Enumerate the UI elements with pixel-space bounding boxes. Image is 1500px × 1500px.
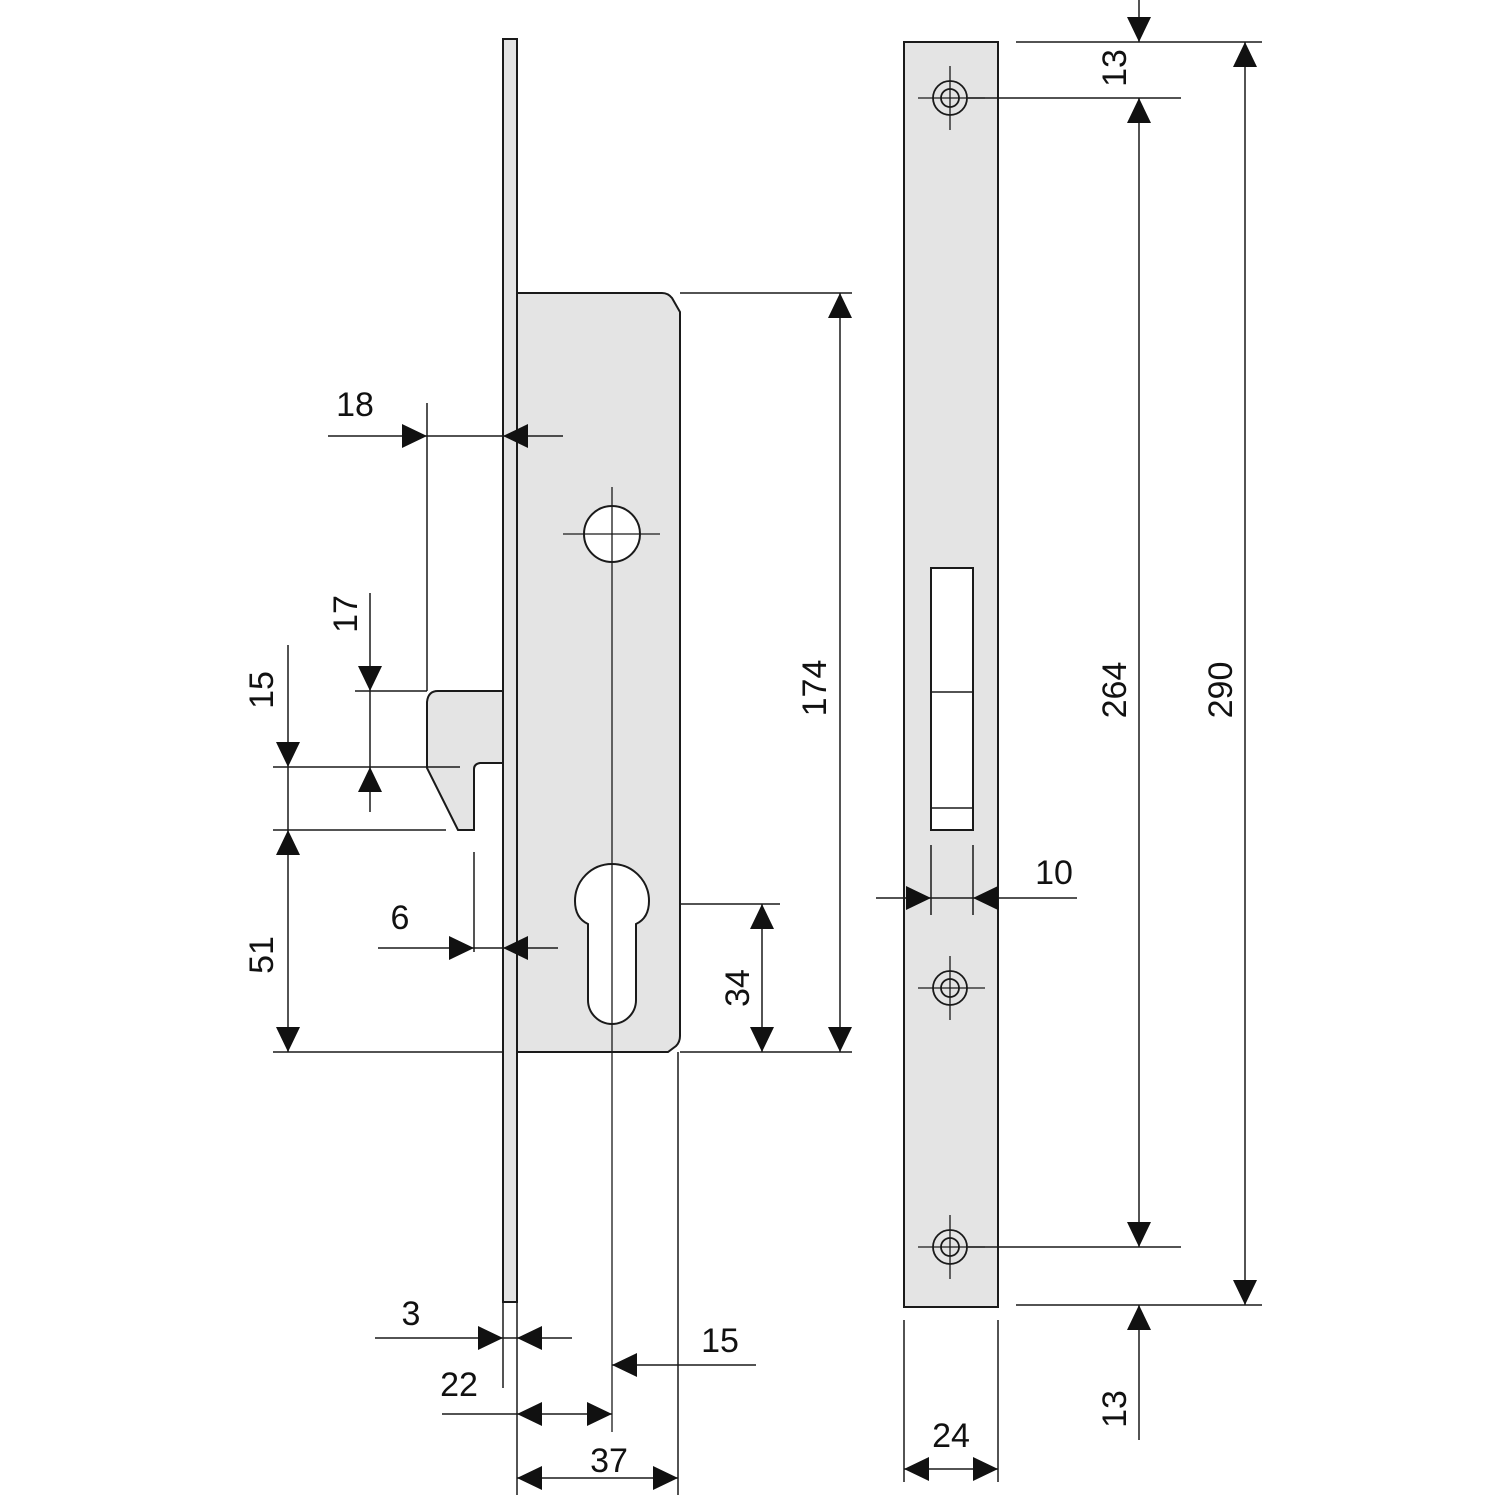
dim-label-3: 3 — [402, 1295, 421, 1333]
latch-slot — [930, 567, 974, 831]
dim-label-264: 264 — [1096, 662, 1134, 719]
dim-label-37: 37 — [590, 1442, 628, 1480]
dim-label-24: 24 — [932, 1417, 970, 1455]
dim-label-18: 18 — [336, 386, 374, 424]
arrowheads — [276, 17, 1257, 1490]
dim-label-15-latch: 15 — [243, 671, 281, 709]
dim-label-22: 22 — [440, 1366, 478, 1404]
dimension-labels: 18 17 15 51 6 34 174 3 22 15 37 13 264 2… — [243, 49, 1240, 1480]
dim-label-17: 17 — [327, 595, 365, 633]
front-view — [903, 41, 999, 1308]
dim-label-13-bottom: 13 — [1096, 1390, 1134, 1428]
screw-hole-middle — [918, 956, 985, 1020]
faceplate-side — [502, 38, 518, 1303]
dim-label-51: 51 — [243, 936, 281, 974]
dim-label-10: 10 — [1035, 854, 1073, 892]
dim-label-6: 6 — [391, 899, 410, 937]
dim-label-15-edge: 15 — [701, 1322, 739, 1360]
dim-label-174: 174 — [796, 660, 834, 717]
dim-label-290: 290 — [1202, 662, 1240, 719]
dim-label-13-top: 13 — [1096, 49, 1134, 87]
lock-case — [516, 292, 681, 1053]
latch-bolt — [426, 690, 504, 831]
side-view — [426, 38, 681, 1432]
dimension-lines — [273, 0, 1262, 1495]
dim-label-34: 34 — [719, 969, 757, 1007]
